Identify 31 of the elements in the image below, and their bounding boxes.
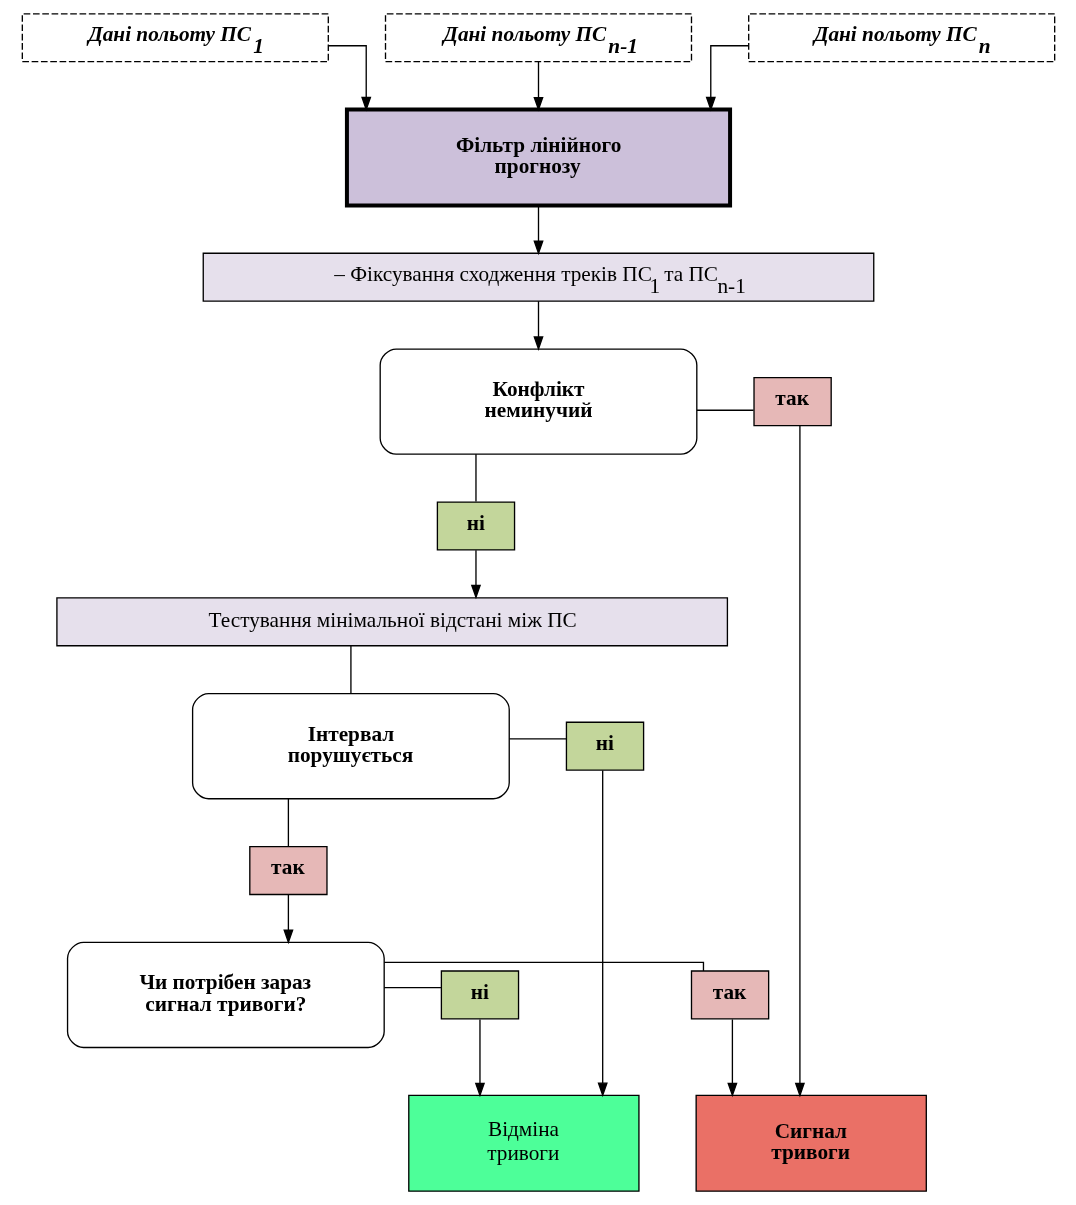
arrow [532, 300, 544, 351]
connector [383, 986, 442, 989]
node-box: Інтервал порушується [191, 692, 510, 800]
arrow [282, 893, 293, 945]
node-box: Фільтр лінійного прогнозу [344, 107, 732, 208]
connector [508, 738, 567, 740]
node-box: Сигнал тривоги [695, 1094, 927, 1192]
node-box: Тестування мінімальної відстані між ПС [55, 597, 728, 647]
node-box: Конфлікт неминучий [379, 348, 697, 455]
arrow [597, 769, 608, 1098]
connector [474, 453, 477, 503]
node-box: Відміна тривоги [407, 1094, 640, 1192]
arrow [470, 549, 481, 600]
arrow [726, 1018, 738, 1098]
arrow [474, 1018, 485, 1098]
node-box: ні [440, 970, 519, 1020]
node-box: так [248, 845, 328, 896]
connector [695, 409, 754, 411]
connector [383, 961, 704, 972]
node-box: ні [436, 501, 515, 551]
connector [349, 645, 352, 695]
arrow [532, 204, 544, 256]
arrow [532, 61, 544, 112]
node-box: так [752, 377, 832, 427]
arrow [705, 45, 749, 112]
node-box: ні [565, 721, 644, 771]
arrow [327, 45, 371, 112]
arrow [794, 425, 805, 1098]
connector [287, 798, 289, 847]
node-box: Чи потрібен зараз сигнал тривоги? [66, 941, 385, 1049]
node-box: так [690, 970, 769, 1020]
